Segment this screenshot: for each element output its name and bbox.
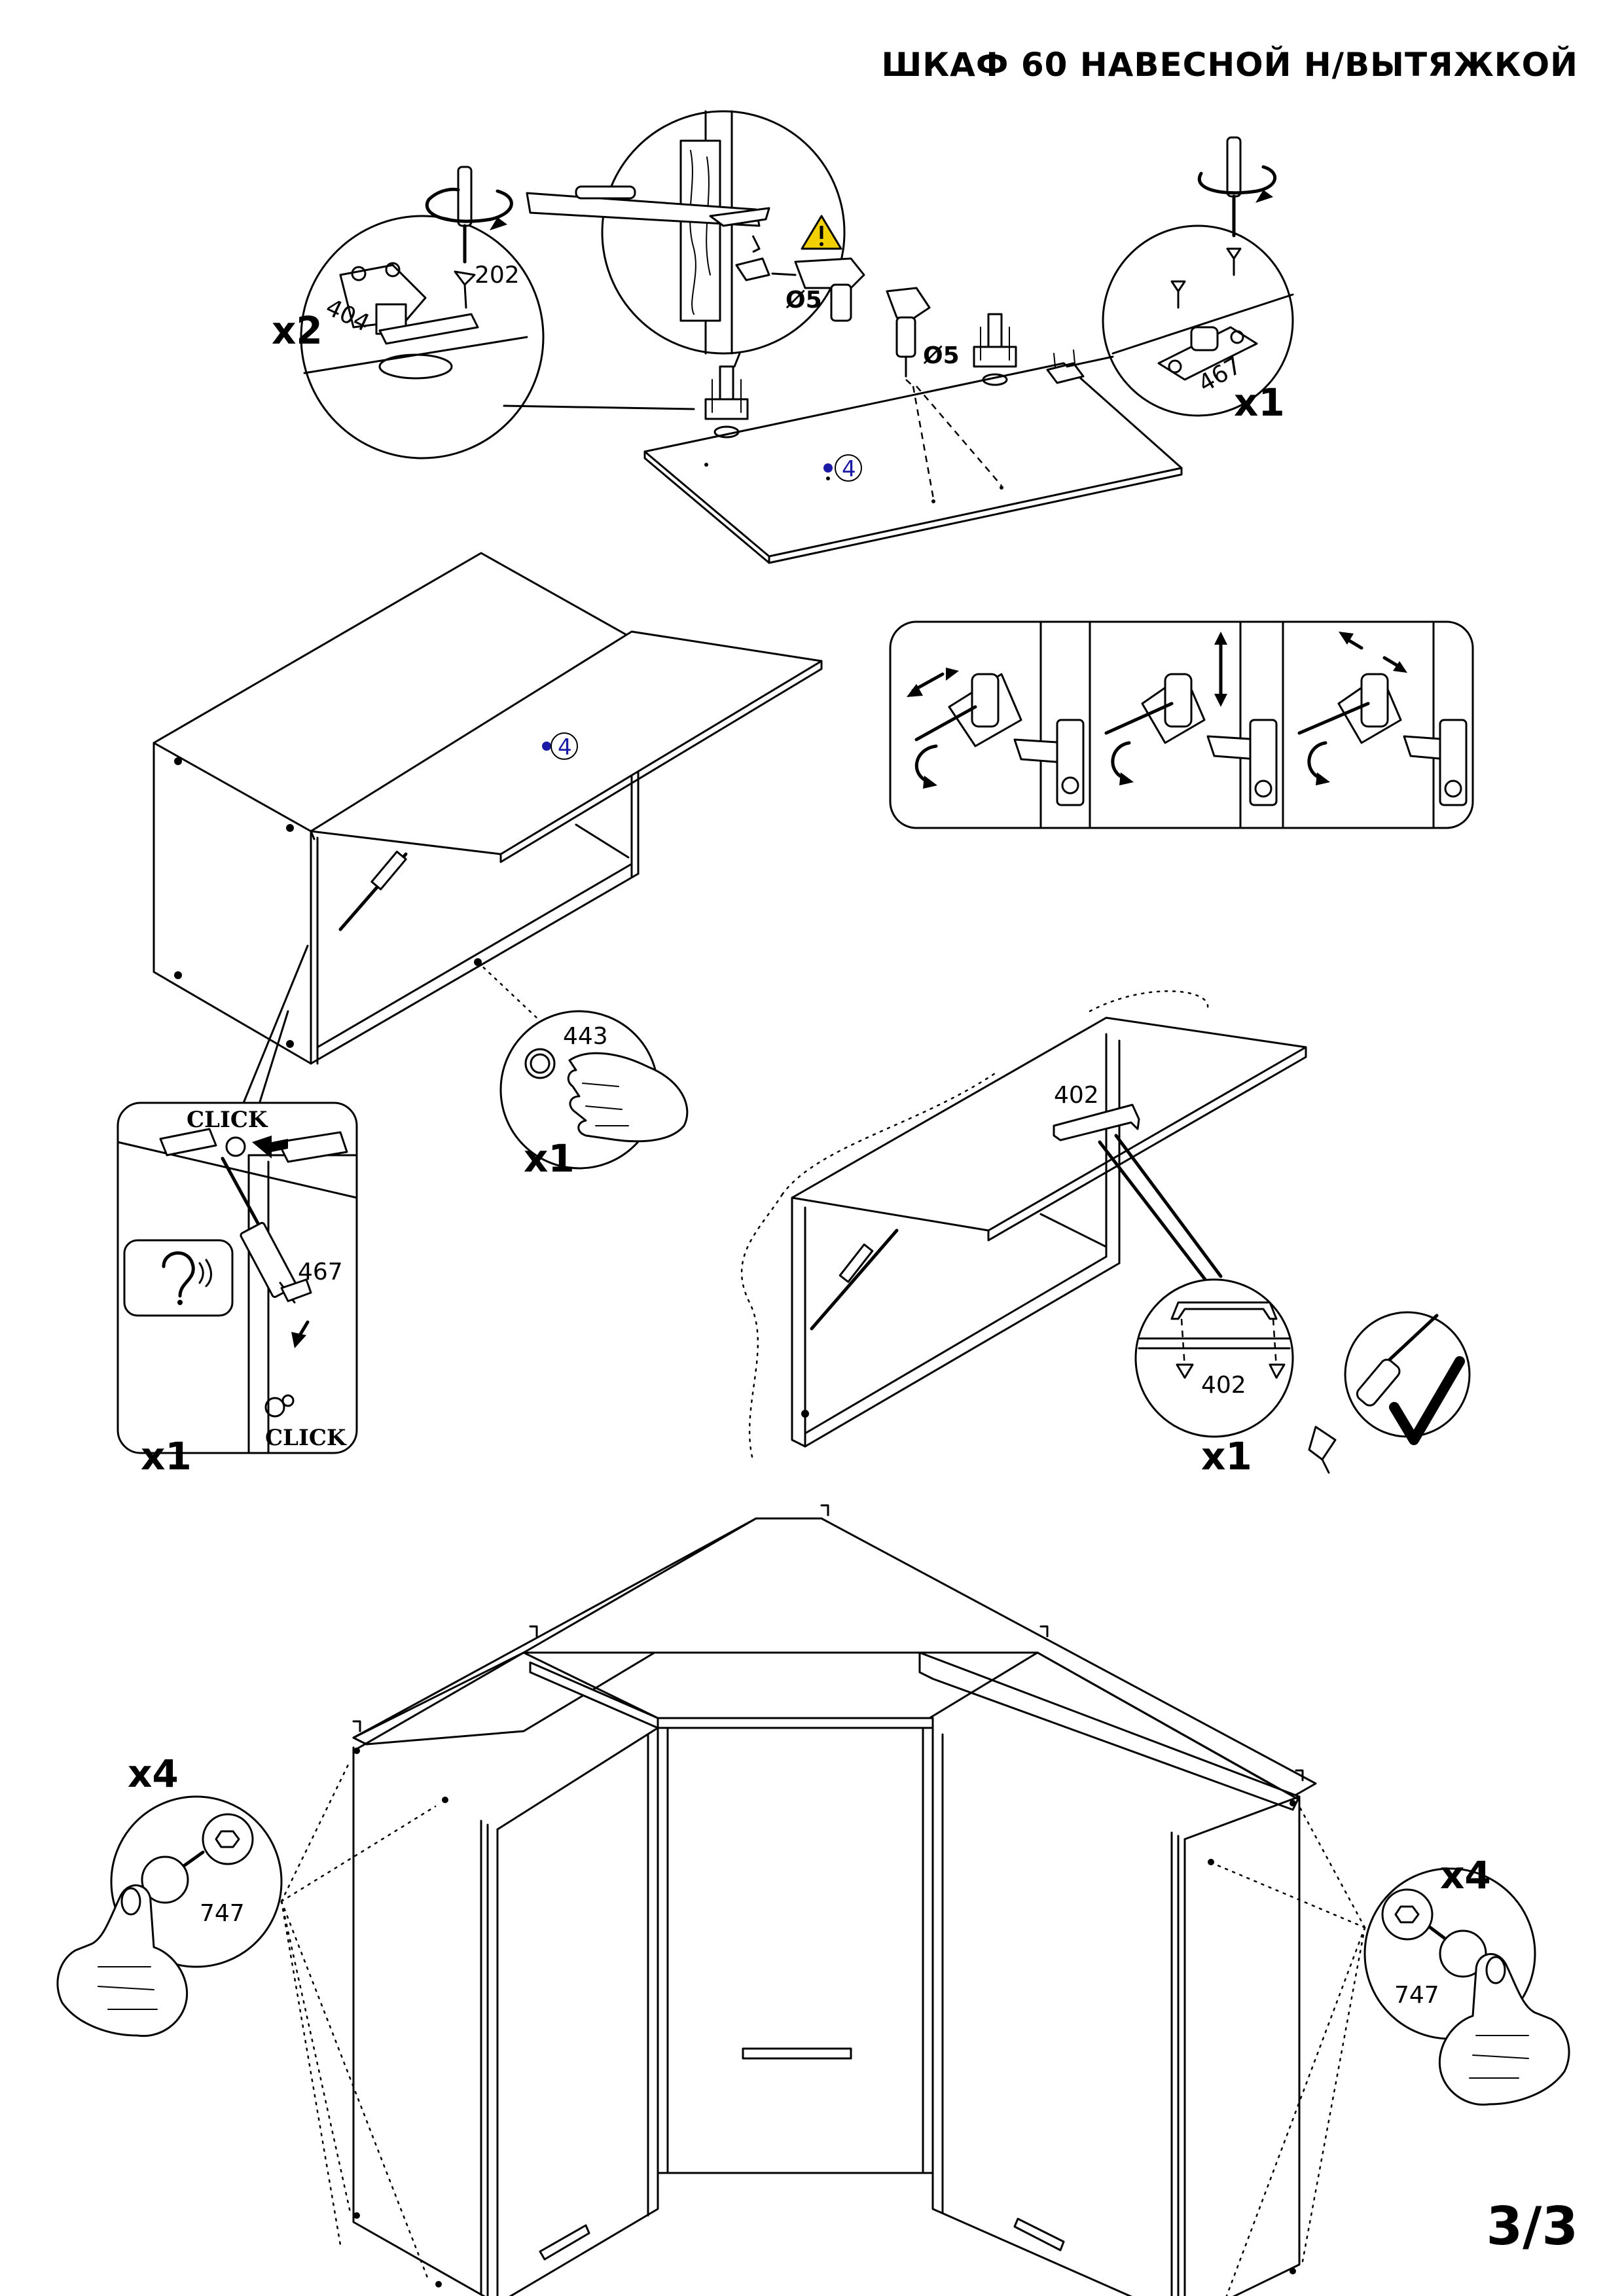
step2-part-label: 4 xyxy=(558,734,572,761)
part-marker-dot xyxy=(823,463,833,473)
detail-hinge-circle: 404 202 xyxy=(300,215,695,459)
right-connector-qty: x4 xyxy=(1440,1853,1491,1897)
panel-plate xyxy=(1046,350,1085,384)
detail-connector-right: 747 xyxy=(1363,1867,1570,2106)
part-4-circle xyxy=(835,454,862,482)
step4-cabinet-handle: 402 xyxy=(740,990,1307,1461)
click-label-top: CLICK xyxy=(187,1107,268,1133)
panel-hinge-left xyxy=(704,365,749,439)
drill-icon-detail xyxy=(771,257,865,322)
hand-icon-right xyxy=(1438,1953,1570,2106)
drill-size-b: Ø5 xyxy=(923,342,960,369)
cap-part-label: 443 xyxy=(563,1023,608,1050)
screwdriver-icon-right xyxy=(1226,136,1242,238)
screwdriver-icon xyxy=(457,166,473,264)
hinge-qty: x2 xyxy=(272,308,323,353)
left-connector-qty: x4 xyxy=(128,1751,179,1796)
drill-icon xyxy=(886,287,931,387)
drill-size-a: Ø5 xyxy=(785,287,822,314)
click-label-bottom: CLICK xyxy=(265,1425,347,1451)
hand-icon xyxy=(567,1052,689,1143)
hinge-adjustment-panels xyxy=(889,620,1474,829)
step2-cabinet: 4 xyxy=(153,552,823,1065)
step5-corner-cabinet xyxy=(280,1504,1366,2296)
screw-part-label: 202 xyxy=(475,262,520,289)
detail-plate-circle: 467 xyxy=(1066,224,1294,417)
detail-connector-left: 747 xyxy=(56,1795,283,2037)
detail-cap-circle: 443 xyxy=(477,961,689,1170)
detail-handle-circle: 402 xyxy=(1134,1278,1294,1438)
cap-qty: x1 xyxy=(524,1136,575,1181)
ear-sound-icon xyxy=(162,1251,212,1305)
step1-door-panel: 4 xyxy=(643,362,1183,564)
left-connector-part: 747 xyxy=(200,1900,245,1927)
gas-lift-part-label: 467 xyxy=(298,1259,343,1285)
page-number: 3/3 xyxy=(1486,2196,1578,2257)
warning-icon xyxy=(801,215,842,250)
hand-icon-left xyxy=(56,1884,189,2037)
right-connector-part: 747 xyxy=(1394,1982,1439,2009)
checkmark-icon xyxy=(1344,1311,1471,1445)
gas-lift-detail-panel: CLICK CLICK 467 xyxy=(117,944,358,1454)
rotate-arrow-icon-right xyxy=(1198,165,1276,203)
panel-hinge-right xyxy=(973,313,1017,386)
handle-qty: x1 xyxy=(1201,1434,1252,1479)
screw-icon xyxy=(1308,1426,1337,1474)
handle-detail-part-label: 402 xyxy=(1201,1372,1246,1399)
gas-lift-qty: x1 xyxy=(141,1434,192,1479)
part-4-label: 4 xyxy=(842,456,856,482)
plate-qty: x1 xyxy=(1234,380,1285,425)
rotate-arrow-icon xyxy=(425,187,513,230)
page-title: ШКАФ 60 НАВЕСНОЙ Н/ВЫТЯЖКОЙ xyxy=(881,46,1578,84)
handle-part-label: 402 xyxy=(1054,1082,1099,1109)
detail-drilling-circle: Ø5 xyxy=(526,110,846,355)
